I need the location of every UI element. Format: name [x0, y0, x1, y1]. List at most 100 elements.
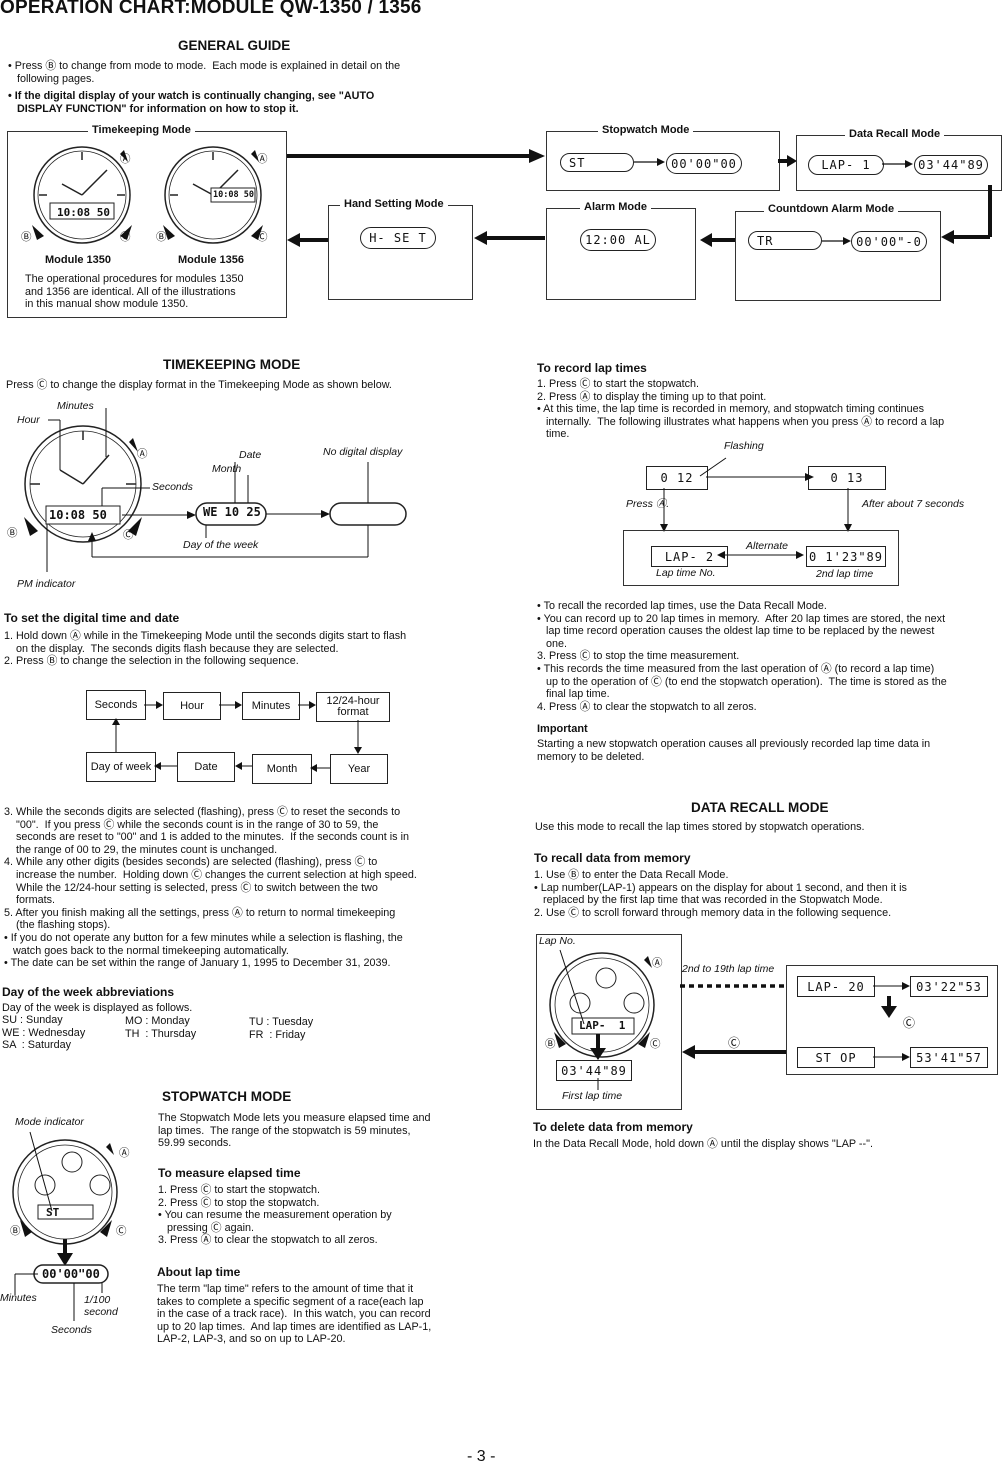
seq-format: 12/24-hour format — [316, 692, 390, 722]
recall-first-lap-lcd: 03'44"89 — [556, 1060, 632, 1081]
label-day-of-week: Day of the week — [183, 539, 259, 551]
timekeeping-heading: TIMEKEEPING MODE — [163, 357, 301, 372]
about-lap-text: The term "lap time" refers to the amount… — [157, 1283, 432, 1346]
label-2nd-lap-time: 2nd lap time — [816, 568, 874, 580]
data-recall-heading: DATA RECALL MODE — [691, 800, 829, 815]
lap-steps: 1. Press Ⓒ to start the stopwatch. 2. Pr… — [537, 378, 945, 441]
arrow-right — [822, 237, 851, 245]
watch-1356-illustration — [163, 146, 263, 244]
seq-month: Month — [252, 754, 312, 784]
general-bullet-1: • Press Ⓑ to change from mode to mode. E… — [8, 60, 401, 85]
countdown-mode-title: Countdown Alarm Mode — [764, 203, 899, 215]
countdown-time-lcd: 00'00"-0 — [851, 231, 927, 252]
label-pm-indicator: PM indicator — [17, 578, 76, 590]
seq-year: Year — [330, 754, 388, 784]
page-number: - 3 - — [467, 1448, 496, 1465]
stopwatch-heading: STOPWATCH MODE — [162, 1089, 292, 1104]
recall-watch-diagram — [549, 949, 655, 1090]
c-button-symbol: Ⓒ — [728, 1036, 741, 1050]
set-time-steps: 1. Hold down Ⓐ while in the Timekeeping … — [4, 630, 407, 668]
data-recall-mode-title: Data Recall Mode — [845, 128, 945, 140]
button-b-label: Ⓑ — [10, 1225, 21, 1237]
recall-watch-frame — [536, 934, 682, 1110]
set-time-heading: To set the digital time and date — [4, 611, 180, 625]
recall-sub-heading: To recall data from memory — [534, 851, 691, 865]
label-lap-time-no: Lap time No. — [656, 567, 716, 579]
sequence-arrows — [112, 701, 362, 772]
button-a-label: Ⓐ — [119, 1147, 130, 1159]
label-press-a: Press Ⓐ. — [626, 498, 670, 510]
label-minutes: Minutes — [57, 400, 94, 412]
button-a-label: Ⓐ — [257, 153, 268, 165]
lap-number-lcd: LAP- 2 — [651, 546, 728, 567]
stopwatch-time-lcd: 00'00"00 — [666, 153, 742, 174]
label-month: Month — [212, 463, 242, 475]
general-guide-heading: GENERAL GUIDE — [178, 38, 291, 53]
label-seconds: Seconds — [51, 1324, 92, 1336]
recall-lap20-time-lcd: 03'22"53 — [910, 976, 988, 997]
stopwatch-time-lcd: 00'00"00 — [42, 1267, 100, 1281]
dow-col-2: MO : Monday TH : Thursday — [125, 1015, 197, 1040]
label-seconds: Seconds — [152, 481, 193, 493]
module-1350-label: Module 1350 — [45, 254, 112, 266]
c-button-symbol: Ⓒ — [903, 1016, 916, 1030]
button-a-label: Ⓐ — [120, 153, 131, 165]
recall-sequence-arrows — [680, 982, 910, 1061]
measure-steps: 1. Press Ⓒ to start the stopwatch. 2. Pr… — [158, 1184, 392, 1247]
measure-heading: To measure elapsed time — [158, 1166, 301, 1180]
button-c-label: Ⓒ — [116, 1225, 127, 1237]
hand-setting-lcd: H- SE T — [360, 227, 436, 249]
button-b-label: Ⓑ — [21, 231, 32, 243]
button-c-label: Ⓒ — [120, 231, 131, 243]
dow-heading: Day of the week abbreviations — [2, 985, 175, 999]
button-c-label: Ⓒ — [257, 231, 268, 243]
data-recall-intro: Use this mode to recall the lap times st… — [535, 821, 865, 833]
label-2nd-to-19th: 2nd to 19th lap time — [682, 963, 775, 975]
recall-sequence-frame — [786, 965, 998, 1075]
lap-heading: To record lap times — [537, 361, 647, 375]
alarm-mode-title: Alarm Mode — [580, 201, 651, 213]
button-c-label: Ⓒ — [650, 1038, 661, 1050]
hand-setting-mode-title: Hand Setting Mode — [340, 198, 448, 210]
arrow-right — [882, 160, 913, 168]
button-a-label: Ⓐ — [137, 448, 148, 460]
page-title: OPERATION CHART:MODULE QW-1350 / 1356 — [0, 0, 422, 18]
recall-stop-time-lcd: 53'41"57 — [910, 1047, 988, 1068]
label-alternate: Alternate — [746, 540, 789, 552]
button-a-label: Ⓐ — [652, 957, 663, 969]
watch-1350-lcd: 10:08 50 — [57, 206, 110, 219]
dow-col-1: SU : Sunday WE : Wednesday SA : Saturday — [2, 1014, 86, 1052]
lap-notes: • To recall the recorded lap times, use … — [537, 600, 947, 713]
seq-day-of-week: Day of week — [86, 752, 156, 782]
alarm-mode-frame — [546, 208, 696, 300]
timekeeping-intro: Press Ⓒ to change the display format in … — [6, 379, 392, 391]
arrow-to-stopwatch — [287, 149, 545, 163]
button-b-label: Ⓑ — [7, 527, 18, 539]
important-text: Starting a new stopwatch operation cause… — [537, 738, 931, 763]
label-hour: Hour — [17, 414, 40, 426]
label-no-digital-display: No digital display — [323, 446, 403, 458]
label-hundredth-second: 1/100 second — [84, 1294, 118, 1318]
stopwatch-intro: The Stopwatch Mode lets you measure elap… — [158, 1112, 431, 1150]
timekeeping-date-lcd: WE 10 25 — [203, 505, 261, 519]
dow-col-3: TU : Tuesday FR : Friday — [249, 1016, 314, 1041]
hand-setting-mode-frame — [328, 205, 473, 300]
delete-text: In the Data Recall Mode, hold down Ⓐ unt… — [533, 1138, 873, 1150]
seq-date: Date — [177, 752, 235, 782]
label-lap-no: Lap No. — [539, 935, 576, 947]
stopwatch-mode-indicator-lcd: ST — [46, 1206, 60, 1219]
stopwatch-diagram — [12, 1131, 118, 1321]
label-mode-indicator: Mode indicator — [15, 1116, 84, 1128]
seq-hour: Hour — [163, 692, 221, 720]
important-heading: Important — [537, 723, 588, 735]
arrow-to-countdown — [941, 185, 992, 244]
about-lap-heading: About lap time — [157, 1265, 241, 1279]
lap-diagram-arrows — [660, 457, 852, 559]
lap-time-lcd: 0 1'23"89 — [806, 546, 886, 567]
timekeeping-mode-title: Timekeeping Mode — [88, 124, 195, 136]
label-first-lap-time: First lap time — [562, 1090, 623, 1102]
set-time-steps-2: 3. While the seconds digits are selected… — [4, 806, 417, 970]
arrow-to-alarm — [700, 233, 735, 247]
alarm-lcd: 12:00 AL — [580, 229, 656, 251]
arrow-to-hand-setting — [474, 231, 545, 245]
